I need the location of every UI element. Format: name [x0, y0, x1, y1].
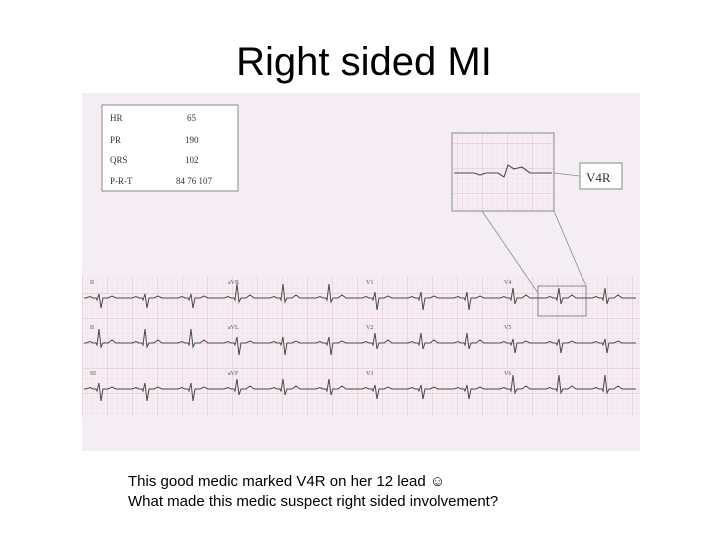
measurement-prt-label: P-R-T [110, 176, 133, 186]
lead-label: V4 [504, 280, 511, 286]
ecg-trace-row-1 [84, 283, 636, 311]
ecg-grid [82, 276, 640, 416]
zoom-inset-trace [454, 164, 552, 178]
caption-line-1: This good medic marked V4R on her 12 lea… [128, 473, 446, 490]
zoom-inset [451, 132, 555, 212]
slide-title: Right sided MI [236, 40, 492, 84]
ecg-trace-row-2 [84, 328, 636, 356]
v4-highlight-box [537, 285, 587, 317]
lead-label: V6 [504, 371, 511, 377]
lead-label: V2 [366, 325, 373, 331]
lead-label: aVR [228, 280, 239, 286]
lead-label: V5 [504, 325, 511, 331]
measurement-prt-value: 84 76 107 [176, 176, 213, 186]
lead-label: II [90, 325, 94, 331]
lead-label: aVL [228, 325, 239, 331]
measurement-box [101, 104, 239, 192]
ecg-trace-row-3 [84, 374, 636, 402]
caption: This good medic marked V4R on her 12 lea… [128, 472, 498, 512]
v4r-callout-label: V4R [586, 170, 611, 185]
connector-line [553, 172, 581, 177]
ecg-svg: HR 65 PR 190 QRS 102 P-R-T 84 76 107 V4R… [82, 104, 640, 416]
ecg-image: HR 65 PR 190 QRS 102 P-R-T 84 76 107 V4R… [82, 93, 640, 451]
connector-line [553, 210, 587, 287]
lead-label: III [90, 371, 96, 377]
measurement-pr-label: PR [110, 135, 121, 145]
lead-label: aVF [228, 371, 239, 377]
lead-label: II [90, 280, 94, 286]
lead-label: V1 [366, 280, 373, 286]
ecg-traces [84, 283, 636, 402]
caption-line-2: What made this medic suspect right sided… [128, 493, 499, 510]
measurement-qrs-value: 102 [185, 155, 199, 165]
measurement-hr-label: HR [110, 113, 123, 123]
measurement-pr-value: 190 [185, 135, 199, 145]
lead-label: V3 [366, 371, 373, 377]
measurement-qrs-label: QRS [110, 155, 128, 165]
measurement-hr-value: 65 [187, 113, 197, 123]
